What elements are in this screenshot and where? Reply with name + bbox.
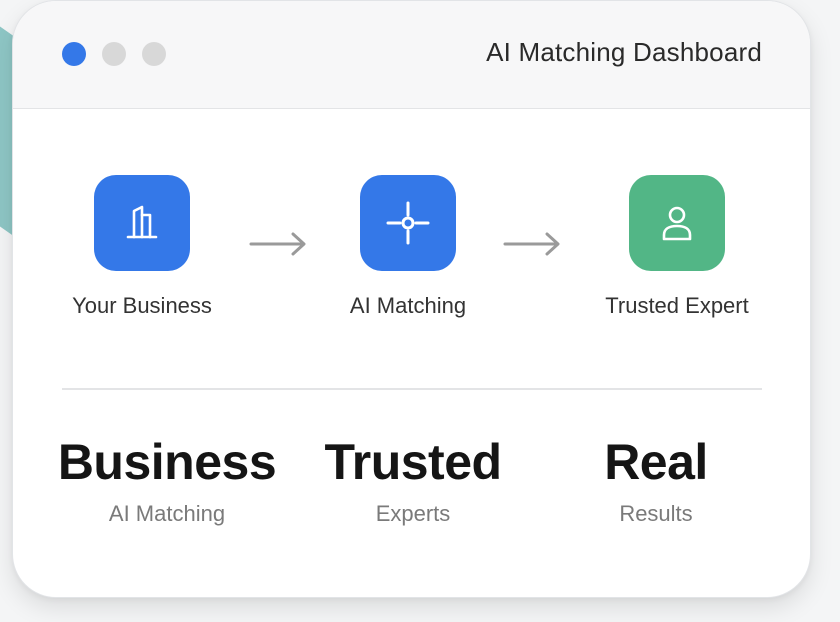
step-ai-matching-tile	[360, 175, 456, 271]
section-divider	[62, 388, 762, 390]
arrow-right-icon	[248, 229, 308, 264]
step-your-business-label: Your Business	[72, 293, 212, 318]
step-ai-matching-label: AI Matching	[349, 293, 467, 318]
crosshair-icon	[384, 199, 432, 247]
step-your-business-tile	[94, 175, 190, 271]
stat-trusted-label: Experts	[375, 501, 451, 526]
stat-real-label: Results	[619, 501, 693, 526]
user-icon	[655, 201, 699, 245]
step-trusted-expert-tile	[629, 175, 725, 271]
step-trusted-expert-label: Trusted Expert	[605, 293, 749, 318]
stat-business-value: Business	[57, 434, 277, 490]
window-control-dot-1[interactable]	[62, 42, 86, 66]
window-title: AI Matching Dashboard	[486, 37, 762, 67]
arrow-right-icon	[502, 229, 562, 264]
building-icon	[120, 201, 164, 245]
window-titlebar: AI Matching Dashboard	[13, 1, 810, 109]
stat-business-label: AI Matching	[108, 501, 226, 526]
dashboard-window: AI Matching Dashboard Your Business	[12, 0, 811, 598]
stat-real-value: Real	[604, 434, 708, 490]
window-control-dot-3[interactable]	[142, 42, 166, 66]
window-control-dot-2[interactable]	[102, 42, 126, 66]
stat-trusted-value: Trusted	[324, 434, 502, 490]
